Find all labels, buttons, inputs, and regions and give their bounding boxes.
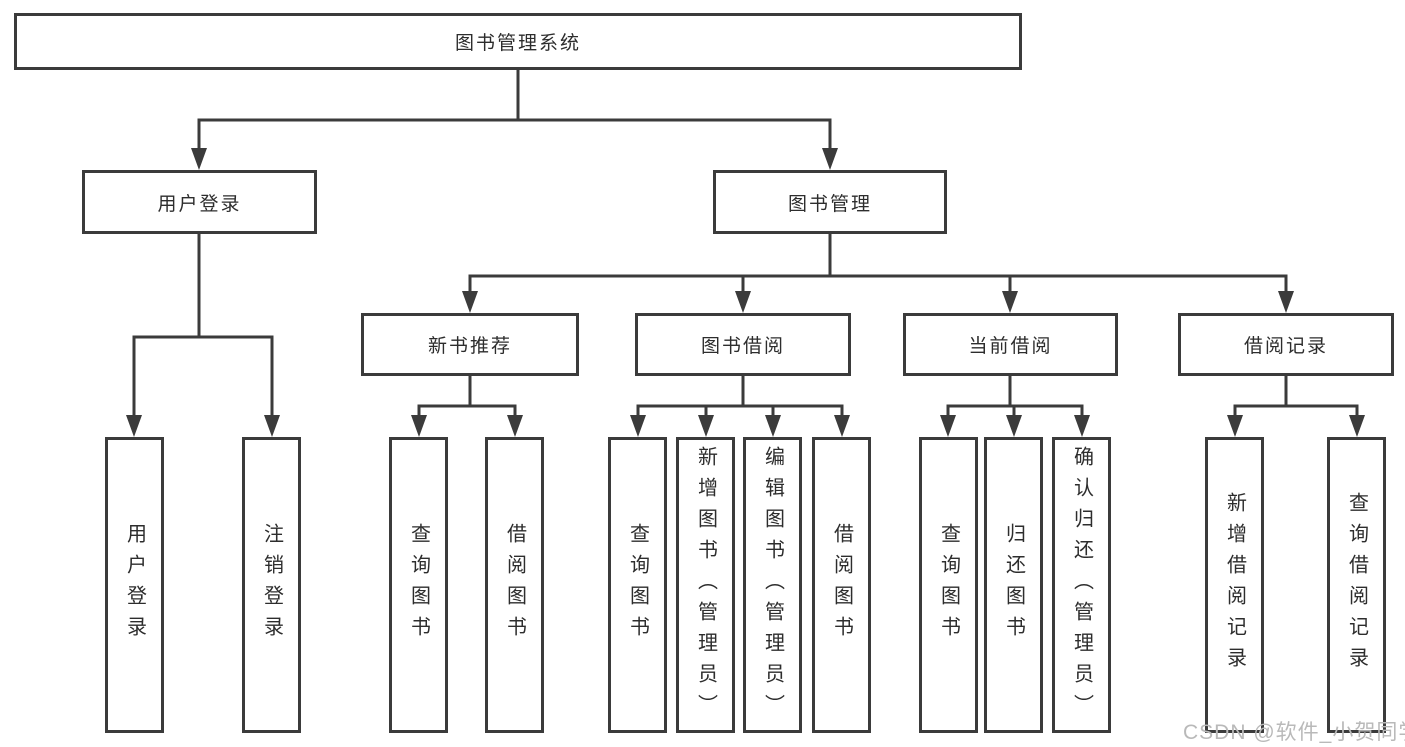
- node-current-borrowing: 当前借阅: [903, 313, 1118, 376]
- node-label: 借阅记录: [1243, 336, 1328, 357]
- leaf-query-books-recommend: 查询图书: [389, 437, 448, 733]
- leaf-label: 借阅图书: [830, 523, 853, 647]
- node-borrowing-records: 借阅记录: [1178, 313, 1394, 376]
- leaf-label: 查询图书: [407, 523, 430, 647]
- leaf-borrow-books-borrowing: 借阅图书: [812, 437, 871, 733]
- leaf-label: 查询借阅记录: [1345, 492, 1368, 678]
- node-book-borrowing: 图书借阅: [635, 313, 851, 376]
- node-library-management-system: 图书管理系统: [14, 13, 1022, 70]
- leaf-add-borrow-record: 新增借阅记录: [1205, 437, 1264, 733]
- leaf-edit-books-admin: 编辑图书（管理员）: [743, 437, 802, 733]
- node-label: 当前借阅: [968, 336, 1053, 357]
- leaf-return-books: 归还图书: [984, 437, 1043, 733]
- leaf-label: 编辑图书（管理员）: [761, 445, 784, 725]
- arrowheads: [126, 148, 1365, 437]
- leaf-confirm-return-admin: 确认归还（管理员）: [1052, 437, 1111, 733]
- leaf-logout-login: 注销登录: [242, 437, 301, 733]
- tree-edges: [132, 68, 1359, 423]
- leaf-label: 借阅图书: [503, 523, 526, 647]
- leaf-query-books-borrowing: 查询图书: [608, 437, 667, 733]
- leaf-query-books-current: 查询图书: [919, 437, 978, 733]
- node-label: 用户登录: [157, 193, 242, 215]
- leaf-borrow-books-recommend: 借阅图书: [485, 437, 544, 733]
- leaf-label: 确认归还（管理员）: [1070, 445, 1093, 725]
- leaf-label: 用户登录: [123, 523, 146, 647]
- leaf-label: 新增借阅记录: [1223, 492, 1246, 678]
- leaf-label: 查询图书: [626, 523, 649, 647]
- leaf-label: 注销登录: [260, 523, 283, 647]
- node-book-management: 图书管理: [713, 170, 947, 234]
- leaf-label: 查询图书: [937, 523, 960, 647]
- leaf-query-borrow-record: 查询借阅记录: [1327, 437, 1386, 733]
- node-new-book-recommendation: 新书推荐: [361, 313, 579, 376]
- leaf-label: 新增图书（管理员）: [694, 445, 717, 725]
- node-label: 新书推荐: [427, 336, 512, 357]
- leaf-user-login: 用户登录: [105, 437, 164, 733]
- node-user-login: 用户登录: [82, 170, 317, 234]
- node-label: 图书管理: [787, 193, 872, 215]
- node-label: 图书管理系统: [454, 33, 581, 54]
- node-label: 图书借阅: [700, 336, 785, 357]
- leaf-add-books-admin: 新增图书（管理员）: [676, 437, 735, 733]
- leaf-label: 归还图书: [1002, 523, 1025, 647]
